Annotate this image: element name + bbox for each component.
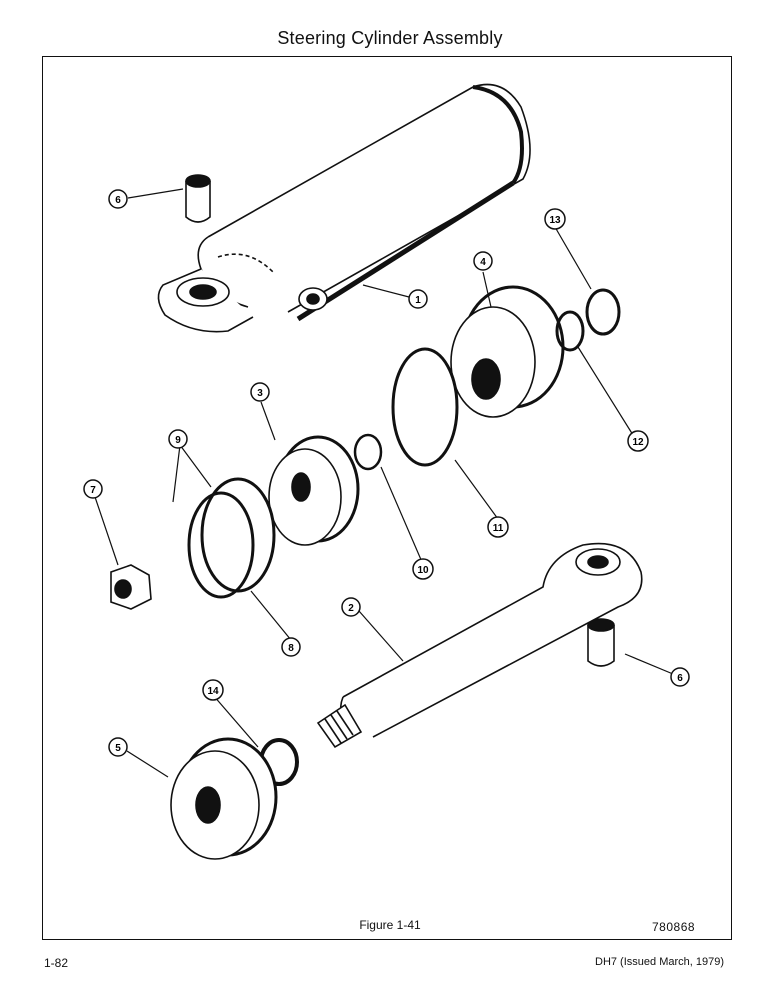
callout-11: 11: [487, 516, 509, 538]
leader-lines: [93, 188, 674, 778]
piston-part: [268, 435, 360, 546]
figure-frame: 1 2 3 4 5 6 6: [42, 56, 732, 940]
callout-2: 2: [341, 597, 361, 617]
exploded-view-diagram: 1 2 3 4 5 6 6: [83, 83, 690, 860]
callout-14: 14: [202, 679, 224, 701]
locknut-part: [110, 564, 152, 610]
callout-11-label: 11: [493, 523, 504, 534]
o-ring-guide-part: [555, 310, 585, 352]
o-ring-small-part: [353, 433, 383, 471]
callout-6-top: 6: [108, 189, 128, 209]
callout-13: 13: [544, 208, 566, 230]
callout-8-label: 8: [288, 643, 294, 654]
callout-2-label: 2: [348, 603, 354, 614]
cylinder-barrel-part: [157, 83, 531, 333]
callout-3: 3: [250, 382, 270, 402]
callout-5: 5: [108, 737, 128, 757]
callout-8: 8: [281, 637, 301, 657]
callout-13-label: 13: [549, 215, 561, 226]
callout-bubbles: 1 2 3 4 5 6 6: [83, 189, 690, 757]
backup-rings-part: [187, 477, 276, 599]
callout-6-right: 6: [670, 667, 690, 687]
callout-9: 9: [168, 429, 188, 449]
callout-14-label: 14: [207, 686, 219, 697]
wiper-ring-part: [585, 288, 621, 336]
piston-rod-part: [316, 542, 643, 749]
drawing-number: 780868: [652, 920, 696, 934]
rod-guide-part: [450, 285, 565, 418]
figure-caption: Figure 1-41: [359, 918, 421, 932]
callout-6-right-label: 6: [677, 673, 683, 684]
callout-12: 12: [627, 430, 649, 452]
callout-10-label: 10: [417, 565, 429, 576]
callout-7: 7: [83, 479, 103, 499]
page-title: Steering Cylinder Assembly: [277, 28, 503, 48]
callout-3-label: 3: [257, 388, 263, 399]
gland-nut-part: [170, 737, 278, 860]
callout-1: 1: [408, 289, 428, 309]
o-ring-large-part: [391, 347, 459, 467]
callout-5-label: 5: [115, 743, 121, 754]
callout-7-label: 7: [90, 485, 96, 496]
bushing-top-part: [185, 174, 211, 223]
bushing-right-part: [587, 618, 615, 667]
callout-9-label: 9: [175, 435, 181, 446]
callout-10: 10: [412, 558, 434, 580]
document-reference: DH7 (Issued March, 1979): [595, 956, 724, 968]
callout-6-top-label: 6: [115, 195, 121, 206]
callout-1-label: 1: [415, 295, 421, 306]
callout-12-label: 12: [632, 437, 644, 448]
callout-4-label: 4: [480, 257, 486, 268]
page-number: 1-82: [44, 956, 69, 970]
callout-4: 4: [473, 251, 493, 271]
